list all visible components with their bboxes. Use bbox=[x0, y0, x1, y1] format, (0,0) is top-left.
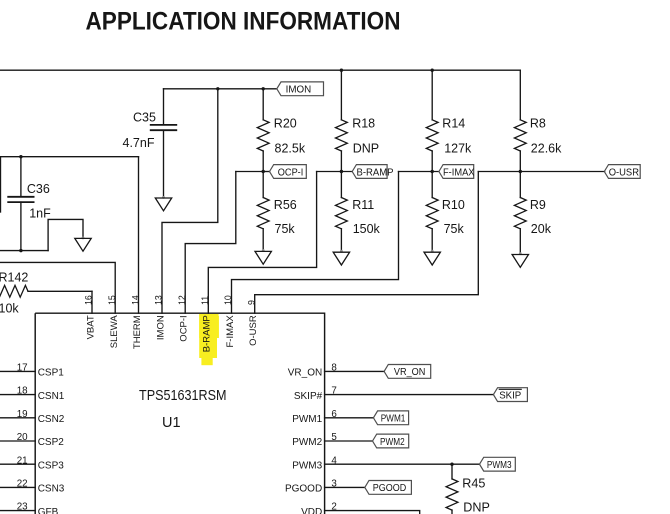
svg-text:C36: C36 bbox=[27, 182, 50, 196]
svg-text:R45: R45 bbox=[462, 477, 485, 491]
svg-text:R56: R56 bbox=[274, 198, 297, 212]
svg-text:VDD: VDD bbox=[301, 507, 322, 514]
svg-text:82.5k: 82.5k bbox=[275, 142, 306, 156]
svg-text:F-IMAX: F-IMAX bbox=[225, 315, 236, 348]
svg-text:3: 3 bbox=[331, 479, 337, 490]
svg-text:C35: C35 bbox=[133, 111, 156, 125]
svg-text:O-USR: O-USR bbox=[609, 167, 639, 178]
svg-text:VR_ON: VR_ON bbox=[394, 367, 426, 378]
svg-text:DNP: DNP bbox=[463, 501, 490, 514]
svg-text:VR_ON: VR_ON bbox=[288, 368, 322, 379]
svg-text:1nF: 1nF bbox=[29, 206, 51, 220]
svg-text:R142: R142 bbox=[0, 271, 28, 285]
svg-text:PWM1: PWM1 bbox=[292, 414, 322, 425]
svg-text:R10: R10 bbox=[442, 198, 465, 212]
svg-text:11: 11 bbox=[200, 296, 210, 305]
svg-text:7: 7 bbox=[331, 386, 336, 397]
svg-text:CSN3: CSN3 bbox=[38, 484, 65, 495]
svg-text:U1: U1 bbox=[162, 415, 181, 431]
svg-text:PWM1: PWM1 bbox=[381, 414, 406, 425]
svg-text:R11: R11 bbox=[352, 198, 374, 212]
svg-text:CSN1: CSN1 bbox=[38, 391, 65, 402]
svg-text:12: 12 bbox=[177, 295, 187, 305]
svg-text:THERM: THERM bbox=[132, 315, 143, 349]
svg-text:R14: R14 bbox=[442, 116, 465, 130]
svg-text:13: 13 bbox=[154, 295, 164, 305]
svg-text:75k: 75k bbox=[275, 222, 296, 236]
svg-text:9: 9 bbox=[246, 300, 256, 305]
svg-text:22: 22 bbox=[17, 479, 28, 490]
svg-text:PGOOD: PGOOD bbox=[285, 484, 322, 495]
svg-text:SKIP#: SKIP# bbox=[294, 391, 323, 402]
svg-text:OCP-I: OCP-I bbox=[278, 167, 304, 178]
svg-text:17: 17 bbox=[17, 363, 28, 374]
svg-text:4: 4 bbox=[331, 455, 337, 466]
svg-text:15: 15 bbox=[107, 295, 117, 305]
svg-text:R8: R8 bbox=[530, 116, 546, 130]
svg-text:PWM2: PWM2 bbox=[380, 437, 405, 448]
svg-text:16: 16 bbox=[84, 295, 94, 305]
svg-text:B-RAMP: B-RAMP bbox=[357, 167, 394, 178]
svg-text:CSP1: CSP1 bbox=[38, 368, 65, 379]
svg-text:CSP3: CSP3 bbox=[38, 460, 65, 471]
svg-text:R18: R18 bbox=[352, 116, 375, 130]
svg-text:18: 18 bbox=[17, 386, 28, 397]
svg-text:SKIP: SKIP bbox=[499, 390, 521, 401]
svg-text:R20: R20 bbox=[274, 116, 297, 130]
svg-text:TPS51631RSM: TPS51631RSM bbox=[139, 388, 227, 404]
svg-text:10k: 10k bbox=[0, 302, 19, 316]
svg-text:VBAT: VBAT bbox=[86, 315, 97, 339]
svg-text:PWM2: PWM2 bbox=[292, 437, 322, 448]
svg-text:IMON: IMON bbox=[155, 315, 166, 340]
svg-text:PGOOD: PGOOD bbox=[373, 483, 407, 494]
svg-text:PWM3: PWM3 bbox=[487, 460, 512, 471]
svg-text:CSP2: CSP2 bbox=[38, 437, 65, 448]
svg-text:20: 20 bbox=[17, 432, 28, 443]
svg-text:PWM3: PWM3 bbox=[292, 460, 322, 471]
svg-text:10: 10 bbox=[223, 295, 233, 305]
svg-text:20k: 20k bbox=[531, 222, 552, 236]
svg-text:75k: 75k bbox=[444, 222, 465, 236]
svg-text:21: 21 bbox=[17, 455, 28, 466]
svg-text:8: 8 bbox=[331, 363, 337, 374]
svg-text:14: 14 bbox=[130, 295, 140, 305]
svg-text:22.6k: 22.6k bbox=[531, 142, 562, 156]
svg-text:4.7nF: 4.7nF bbox=[123, 136, 155, 150]
svg-text:OCP-I: OCP-I bbox=[179, 315, 190, 341]
svg-text:23: 23 bbox=[17, 502, 28, 513]
svg-text:6: 6 bbox=[331, 409, 337, 420]
svg-text:DNP: DNP bbox=[353, 142, 379, 156]
svg-text:IMON: IMON bbox=[286, 85, 312, 96]
svg-text:F-IMAX: F-IMAX bbox=[443, 167, 475, 178]
svg-text:127k: 127k bbox=[444, 142, 472, 156]
svg-text:19: 19 bbox=[17, 409, 28, 420]
svg-text:CSN2: CSN2 bbox=[38, 414, 65, 425]
svg-text:SLEWA: SLEWA bbox=[109, 315, 120, 349]
svg-text:B-RAMP: B-RAMP bbox=[202, 315, 213, 352]
svg-text:5: 5 bbox=[331, 432, 337, 443]
svg-text:R9: R9 bbox=[530, 198, 546, 212]
svg-text:2: 2 bbox=[331, 502, 336, 513]
svg-text:O-USR: O-USR bbox=[248, 315, 259, 346]
svg-text:APPLICATION INFORMATION: APPLICATION INFORMATION bbox=[86, 8, 401, 36]
svg-text:150k: 150k bbox=[353, 222, 381, 236]
svg-text:GFB: GFB bbox=[38, 507, 59, 514]
